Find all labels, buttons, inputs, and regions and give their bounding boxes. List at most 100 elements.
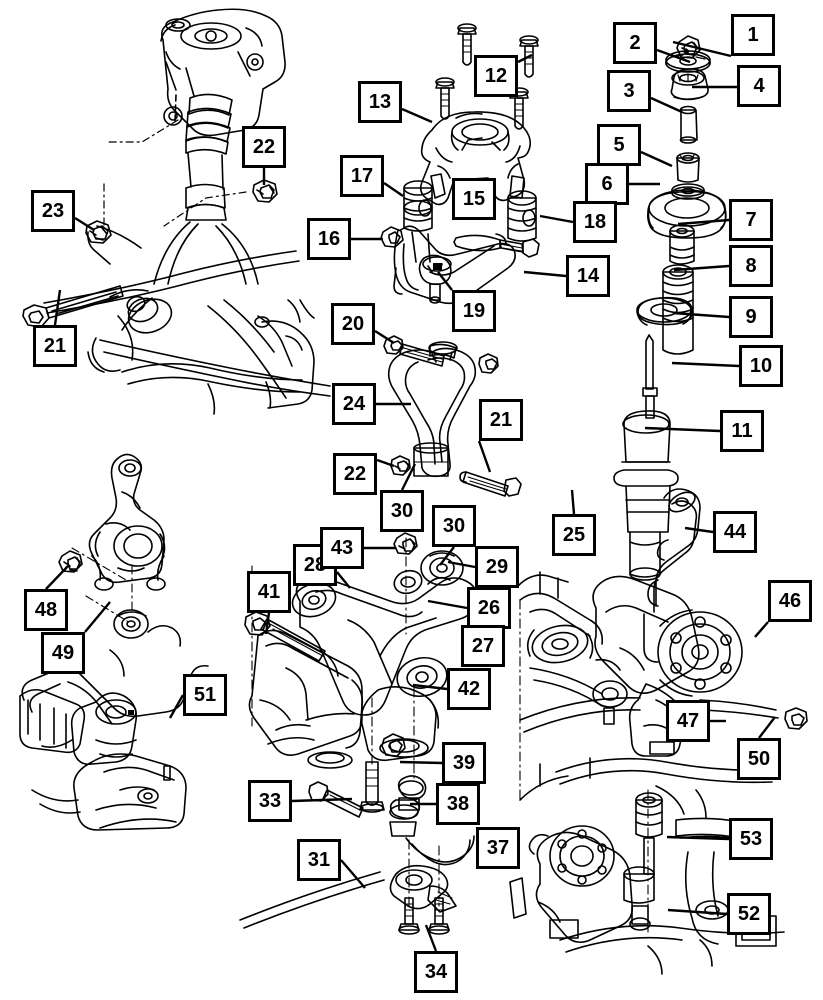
callout-50-47[interactable]: 50 (737, 738, 781, 780)
callout-29-30[interactable]: 29 (475, 546, 519, 588)
callout-48-45[interactable]: 48 (24, 589, 68, 631)
callout-31-33[interactable]: 31 (297, 839, 341, 881)
leader-line-8 (673, 264, 730, 272)
callout-4-3[interactable]: 4 (737, 65, 781, 107)
strut-stack-art (613, 35, 727, 581)
callout-label: 51 (193, 684, 217, 706)
leader-line-51 (168, 694, 185, 719)
leader-line-30 (439, 546, 455, 566)
leader-line-13 (401, 107, 433, 124)
leader-line-26 (427, 599, 468, 610)
callout-3-2[interactable]: 3 (607, 70, 651, 112)
callout-38-37[interactable]: 38 (436, 783, 480, 825)
callout-label: 8 (745, 255, 757, 277)
callout-label: 41 (257, 581, 281, 603)
callout-11-10[interactable]: 11 (720, 410, 764, 452)
callout-25-26[interactable]: 25 (552, 514, 596, 556)
leader-line-50 (758, 716, 776, 739)
callout-51-48[interactable]: 51 (183, 674, 227, 716)
callout-17-16[interactable]: 17 (340, 155, 384, 197)
callout-53-50[interactable]: 53 (729, 818, 773, 860)
leader-line-3 (650, 96, 683, 114)
leader-line-22 (376, 458, 395, 468)
callout-label: 33 (258, 790, 282, 812)
callout-label: 22 (343, 463, 367, 485)
callout-label: 5 (613, 134, 625, 156)
callout-21-20[interactable]: 21 (33, 325, 77, 367)
callout-49-46[interactable]: 49 (41, 632, 85, 674)
callout-33-34[interactable]: 33 (248, 780, 292, 822)
callout-18-17[interactable]: 18 (573, 201, 617, 243)
leader-line-28 (336, 571, 351, 589)
callout-label: 6 (601, 173, 613, 195)
callout-label: 4 (753, 75, 765, 97)
callout-6-5[interactable]: 6 (585, 163, 629, 205)
leader-line-42 (412, 683, 448, 691)
callout-10-9[interactable]: 10 (739, 345, 783, 387)
callout-label: 47 (676, 710, 700, 732)
callout-14-13[interactable]: 14 (566, 255, 610, 297)
callout-2-1[interactable]: 2 (613, 22, 657, 64)
callout-24-25[interactable]: 24 (332, 383, 376, 425)
callout-label: 49 (51, 642, 75, 664)
leader-line-46 (754, 621, 769, 638)
lower-right-assembly-art (509, 757, 785, 975)
leader-line-52 (667, 908, 728, 916)
callout-26-27[interactable]: 26 (467, 587, 511, 629)
leader-line-29 (447, 560, 476, 569)
callout-label: 23 (41, 200, 65, 222)
callout-9-8[interactable]: 9 (729, 296, 773, 338)
callout-20-19[interactable]: 20 (331, 303, 375, 345)
callout-16-15[interactable]: 16 (307, 218, 351, 260)
callout-30-32[interactable]: 30 (432, 505, 476, 547)
leader-line-23 (74, 216, 95, 232)
callout-46-43[interactable]: 46 (768, 580, 812, 622)
callout-44-42[interactable]: 44 (713, 511, 757, 553)
callout-39-38[interactable]: 39 (442, 742, 486, 784)
callout-21-21[interactable]: 21 (479, 399, 523, 441)
callout-15-14[interactable]: 15 (452, 178, 496, 220)
callout-label: 15 (462, 188, 486, 210)
callout-label: 29 (485, 556, 509, 578)
leader-line-49 (84, 601, 111, 633)
callout-27-28[interactable]: 27 (461, 625, 505, 667)
callout-52-49[interactable]: 52 (727, 893, 771, 935)
callout-23-24[interactable]: 23 (31, 190, 75, 232)
callout-13-12[interactable]: 13 (358, 81, 402, 123)
callout-label: 18 (583, 211, 607, 233)
callout-label: 25 (562, 524, 586, 546)
callout-42-40[interactable]: 42 (447, 668, 491, 710)
callout-label: 48 (34, 599, 58, 621)
leader-line-19 (437, 271, 453, 291)
callout-7-6[interactable]: 7 (729, 199, 773, 241)
callout-22-22[interactable]: 22 (242, 126, 286, 168)
front-suspension-assembly-art (43, 8, 331, 415)
callout-label: 39 (452, 752, 476, 774)
callout-label: 24 (342, 393, 366, 415)
callout-47-44[interactable]: 47 (666, 700, 710, 742)
leader-line-7 (677, 218, 730, 226)
callout-1[interactable]: 1 (731, 14, 775, 56)
leader-line-33 (291, 797, 353, 803)
callout-label: 13 (368, 91, 392, 113)
leader-line-18 (539, 214, 574, 224)
callout-label: 14 (576, 265, 600, 287)
callout-34-35[interactable]: 34 (414, 951, 458, 993)
callout-22-23[interactable]: 22 (333, 453, 377, 495)
callout-37-36[interactable]: 37 (476, 827, 520, 869)
callout-label: 30 (442, 515, 466, 537)
callout-label: 12 (484, 65, 508, 87)
callout-30-31[interactable]: 30 (380, 490, 424, 532)
leader-line-48 (45, 565, 69, 590)
callout-41-39[interactable]: 41 (247, 571, 291, 613)
leader-line-9 (672, 311, 730, 319)
callout-5-4[interactable]: 5 (597, 124, 641, 166)
callout-label: 1 (747, 24, 759, 46)
callout-19-18[interactable]: 19 (452, 290, 496, 332)
callout-43-41[interactable]: 43 (320, 527, 364, 569)
leader-line-21 (53, 289, 62, 326)
callout-label: 22 (252, 136, 276, 158)
callout-8-7[interactable]: 8 (729, 245, 773, 287)
callout-12-11[interactable]: 12 (474, 55, 518, 97)
callout-label: 44 (723, 521, 747, 543)
